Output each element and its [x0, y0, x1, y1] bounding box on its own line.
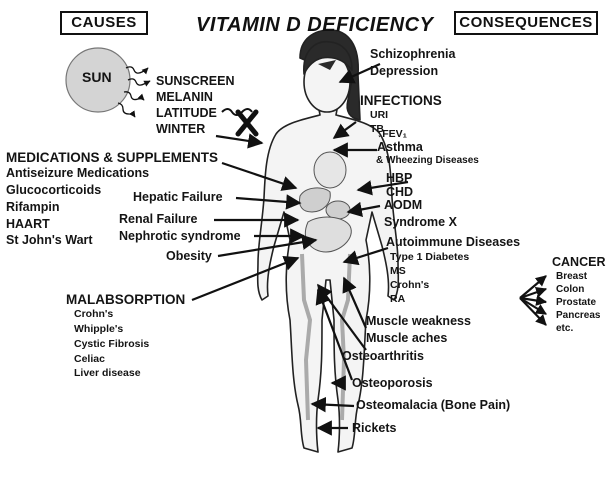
consequences-box: CONSEQUENCES [454, 11, 598, 35]
causes-label: CAUSES [71, 14, 137, 31]
page-title: VITAMIN D DEFICIENCY [196, 14, 434, 36]
medications-heading: MEDICATIONS & SUPPLEMENTS [6, 150, 219, 165]
cause-obesity: Obesity [166, 249, 212, 263]
cause-renal-failure: Renal Failure [119, 212, 198, 226]
cancer-prostate: Prostate [556, 297, 597, 308]
autoimmune-ra: RA [390, 293, 406, 305]
sun-icon [65, 47, 151, 118]
med-haart: HAART [6, 217, 50, 231]
consequence-rickets: Rickets [352, 421, 397, 435]
malabsorption-celiac: Celiac [74, 353, 105, 365]
cancer-breast: Breast [556, 271, 588, 282]
med-glucocorticoids: Glucocorticoids [6, 183, 102, 197]
infection-uri: URI [370, 109, 389, 121]
infection-tb: TB [370, 123, 384, 135]
autoimmune-crohns: Crohn's [390, 279, 430, 291]
cancer-pancreas: Pancreas [556, 310, 601, 321]
autoimmune-ms: MS [390, 265, 406, 277]
med-antiseizure: Antiseizure Medications [6, 166, 150, 180]
malabsorption-liver-disease: Liver disease [74, 367, 141, 379]
causes-box: CAUSES [60, 11, 148, 35]
consequences-label: CONSEQUENCES [459, 14, 593, 31]
blocker-winter: WINTER [156, 122, 206, 136]
cancer-heading: CANCER [552, 255, 606, 269]
malabsorption-heading: MALABSORPTION [66, 292, 186, 307]
cancer-colon: Colon [556, 284, 585, 295]
autoimmune-heading: Autoimmune Diseases [386, 235, 521, 249]
consequence-osteomalacia: Osteomalacia (Bone Pain) [356, 398, 511, 412]
consequence-chd: CHD [386, 185, 414, 199]
blocked-uv-icon [221, 108, 259, 137]
blocker-latitude: LATITUDE [156, 106, 217, 120]
malabsorption-crohns: Crohn's [74, 308, 114, 320]
blocker-melanin: MELANIN [156, 90, 213, 104]
consequence-osteoporosis: Osteoporosis [352, 376, 433, 390]
consequence-wheezing: & Wheezing Diseases [376, 155, 479, 166]
consequence-muscle-weakness: Muscle weakness [366, 314, 471, 328]
cancer-etc: etc. [556, 323, 574, 334]
malabsorption-whipples: Whipple's [74, 323, 124, 335]
consequence-aodm: AODM [384, 198, 423, 212]
blocker-sunscreen: SUNSCREEN [156, 74, 235, 88]
consequence-depression: Depression [370, 64, 439, 78]
consequence-hbp: HBP [386, 171, 413, 185]
cause-nephrotic-syndrome: Nephrotic syndrome [119, 229, 241, 243]
sun-label: SUN [82, 69, 112, 85]
malabsorption-cystic-fibrosis: Cystic Fibrosis [74, 338, 150, 350]
med-rifampin: Rifampin [6, 200, 60, 214]
arrows [191, 62, 548, 436]
med-st-johns-wart: St John's Wart [6, 233, 93, 247]
cause-hepatic-failure: Hepatic Failure [133, 190, 223, 204]
infections-heading: INFECTIONS [360, 93, 442, 108]
consequence-osteoarthritis: Osteoarthritis [342, 349, 424, 363]
autoimmune-type1-diabetes: Type 1 Diabetes [390, 251, 470, 263]
consequence-muscle-aches: Muscle aches [366, 331, 448, 345]
consequence-syndrome-x: Syndrome X [384, 215, 457, 229]
consequence-asthma: Asthma [377, 140, 423, 154]
consequence-schizophrenia: Schizophrenia [370, 47, 456, 61]
consequence-fev: ↓FEV₁ [377, 128, 408, 140]
